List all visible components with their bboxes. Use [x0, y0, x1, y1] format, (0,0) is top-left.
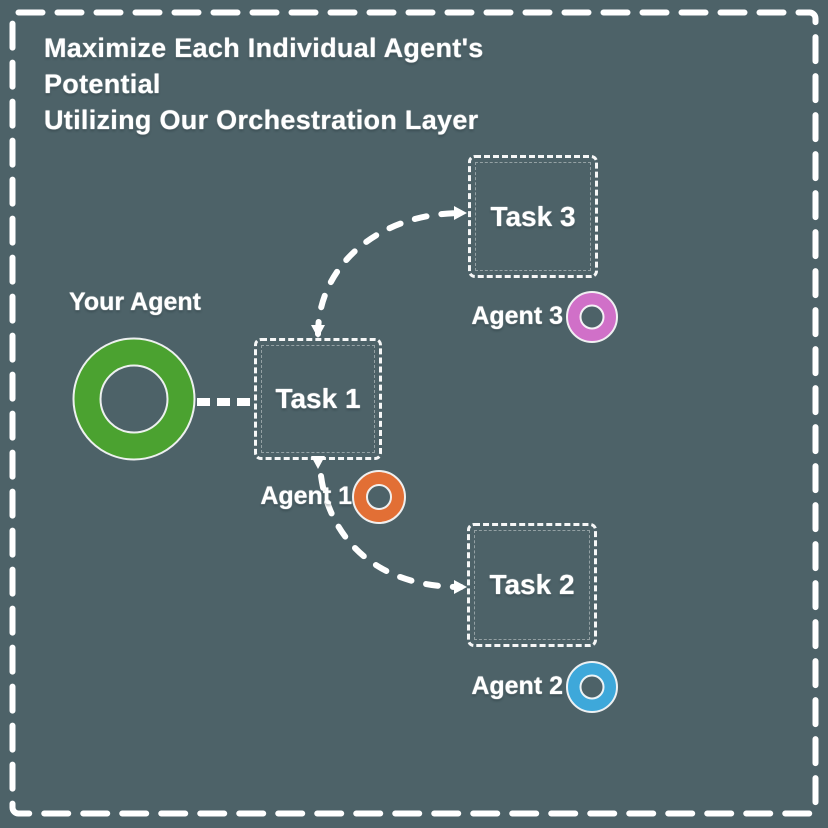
task3-box: Task 3	[468, 155, 598, 278]
connector-task1-task3	[315, 210, 465, 337]
arrowhead-into-task1-top	[311, 325, 325, 338]
diagram-title-line1: Maximize Each Individual Agent's Potenti…	[44, 33, 484, 99]
task2-box: Task 2	[467, 523, 597, 647]
agent1-donut	[352, 470, 406, 524]
task3-label: Task 3	[490, 200, 576, 232]
agent1-donut-inner-outline	[366, 484, 392, 510]
agent2-label: Agent 2	[471, 672, 563, 700]
your-agent-donut	[72, 337, 196, 461]
diagram-title-line2: Utilizing Our Orchestration Layer	[44, 105, 479, 135]
agent3-donut	[566, 291, 618, 343]
your-agent-label: Your Agent	[69, 288, 201, 316]
task1-box: Task 1	[254, 338, 382, 460]
your-agent-donut-inner-outline	[99, 364, 169, 434]
agent3-donut-outer-outline	[566, 291, 618, 343]
agent1-label: Agent 1	[260, 482, 352, 510]
task2-label: Task 2	[489, 569, 575, 600]
task1-label: Task 1	[275, 383, 361, 414]
agent3-label: Agent 3	[471, 302, 563, 330]
agent2-donut-inner-outline	[579, 674, 605, 700]
agent2-donut-ring	[567, 662, 617, 712]
diagram-title: Maximize Each Individual Agent's Potenti…	[44, 30, 604, 138]
your-agent-donut-ring	[74, 339, 194, 459]
connector-task1-task2	[318, 473, 464, 590]
agent1-donut-ring	[353, 471, 405, 523]
agent2-donut	[566, 661, 618, 713]
dashed-frame-border	[9, 9, 819, 817]
your-agent-donut-outer-outline	[72, 337, 196, 461]
arrowhead-into-task2	[454, 580, 467, 594]
agent3-donut-inner-outline	[579, 304, 605, 330]
arrowhead-into-task3	[454, 206, 467, 220]
agent1-donut-outer-outline	[352, 470, 406, 524]
agent2-donut-outer-outline	[566, 661, 618, 713]
agent3-donut-ring	[567, 292, 617, 342]
